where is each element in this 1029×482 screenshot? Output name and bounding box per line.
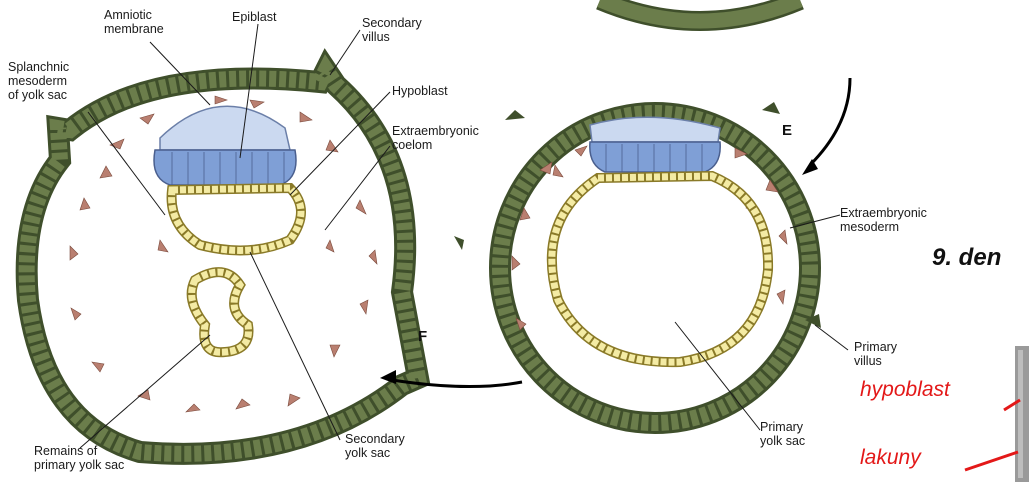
label-epiblast: Epiblast [232, 10, 276, 24]
label-lakuny-red: lakuny [860, 446, 921, 470]
label-primary-yolk-sac: Primary yolk sac [760, 420, 805, 448]
arrow-d-to-e [810, 78, 850, 165]
day-label: 9. den [932, 244, 1001, 272]
label-remains-primary-yolk-sac: Remains of primary yolk sac [34, 444, 124, 472]
label-extraembryonic-coelom: Extraembryonic coelom [392, 124, 479, 152]
panel-d-fragment [600, 0, 800, 21]
panel-e-letter: E [782, 122, 792, 139]
epiblast-f [154, 150, 296, 185]
primary-villus-e1 [505, 110, 525, 120]
panel-f-letter: F [418, 328, 427, 345]
label-secondary-villus: Secondary villus [362, 16, 422, 44]
label-hypoblast-red: hypoblast [860, 378, 950, 402]
label-extraembryonic-mesoderm: Extraembryonic mesoderm [840, 206, 927, 234]
label-primary-villus: Primary villus [854, 340, 897, 368]
primary-villus-e4 [454, 236, 464, 250]
primary-villus-e2 [762, 102, 780, 114]
epiblast-e [590, 142, 720, 172]
micrograph-fragment [965, 346, 1029, 482]
label-hypoblast-f: Hypoblast [392, 84, 448, 98]
panel-e [454, 102, 848, 430]
panel-f [27, 24, 418, 454]
arrow-d-to-e-head [802, 159, 818, 175]
label-secondary-yolk-sac: Secondary yolk sac [345, 432, 405, 460]
label-amniotic-membrane: Amniotic membrane [104, 8, 164, 36]
label-splanchnic-mesoderm: Splanchnic mesoderm of yolk sac [8, 60, 69, 102]
